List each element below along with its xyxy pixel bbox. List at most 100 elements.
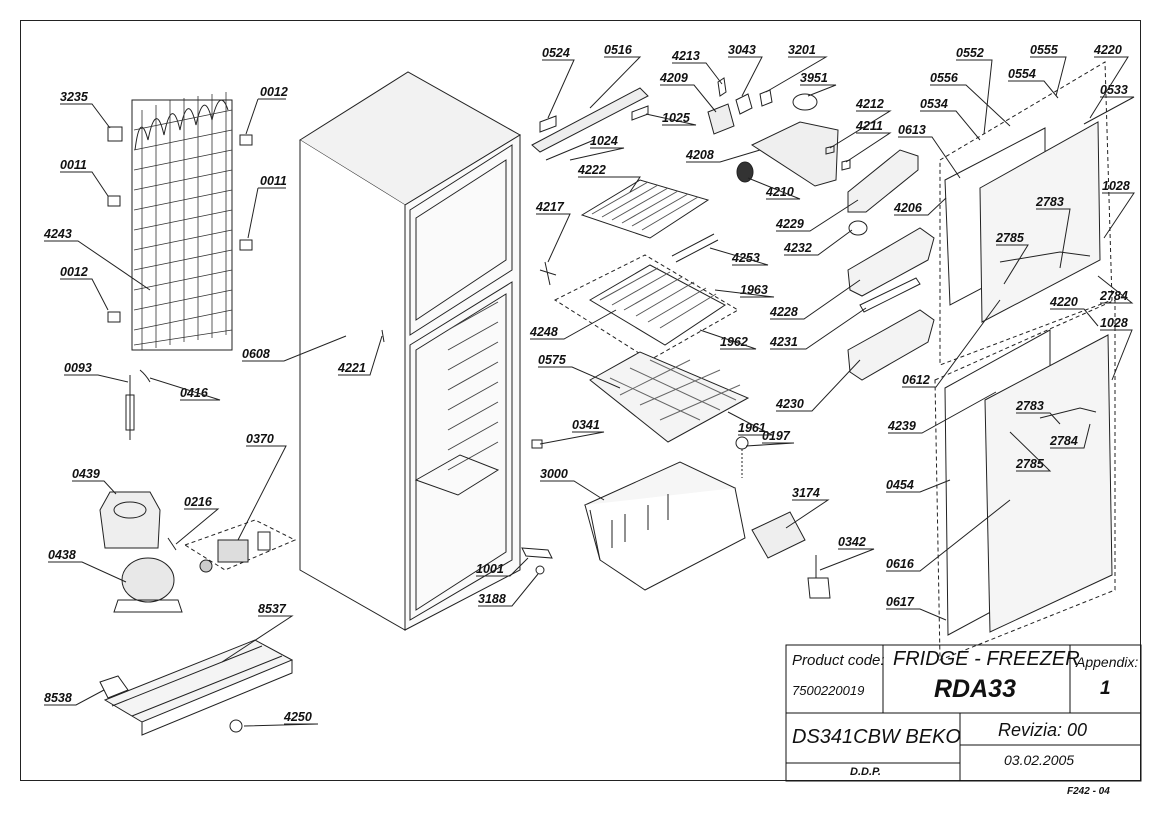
part-label: 1025 bbox=[662, 111, 691, 125]
part-label: 0616 bbox=[886, 557, 915, 571]
part-0416 bbox=[139, 369, 151, 383]
part-labels: 3235 0012 0011 0011 4243 0012 0093 0416 … bbox=[43, 43, 1130, 724]
part-0342 bbox=[807, 555, 831, 599]
part-label: 0524 bbox=[542, 46, 570, 60]
part-label: 0612 bbox=[902, 373, 930, 387]
part-1025 bbox=[631, 105, 649, 121]
part-4230 bbox=[847, 309, 935, 381]
part-0011-b bbox=[239, 239, 253, 251]
part-label: 1961 bbox=[738, 421, 766, 435]
part-0093 bbox=[125, 375, 135, 440]
part-label: 4212 bbox=[855, 97, 884, 111]
part-label: 4243 bbox=[43, 227, 72, 241]
part-label: 8538 bbox=[44, 691, 72, 705]
part-4208 bbox=[750, 121, 839, 187]
part-3188 bbox=[535, 565, 545, 575]
part-0438 bbox=[121, 557, 175, 603]
document-name: DS341CBW BEKO bbox=[792, 726, 961, 748]
part-label: 2783 bbox=[1015, 399, 1044, 413]
cabinet-0608 bbox=[299, 71, 521, 631]
part-label: 1001 bbox=[476, 562, 504, 576]
drawing-frame bbox=[20, 20, 1141, 781]
part-label: 0012 bbox=[260, 85, 288, 99]
part-4250 bbox=[229, 719, 243, 733]
part-label: 4232 bbox=[783, 241, 812, 255]
part-label: 0011 bbox=[60, 158, 87, 172]
model-name: RDA33 bbox=[934, 675, 1016, 703]
part-drawings bbox=[99, 61, 1116, 736]
title-block-grid bbox=[785, 644, 1142, 782]
part-label: 4220 bbox=[1049, 295, 1078, 309]
part-label: 1024 bbox=[590, 134, 618, 148]
part-0216 bbox=[167, 537, 177, 551]
part-label: 4228 bbox=[769, 305, 798, 319]
part-label: 4248 bbox=[529, 325, 558, 339]
part-label: 2784 bbox=[1099, 289, 1128, 303]
part-0011-a bbox=[107, 195, 121, 207]
part-3951 bbox=[792, 93, 818, 111]
part-label: 4209 bbox=[659, 71, 688, 85]
part-label: 0438 bbox=[48, 548, 76, 562]
part-label: 0011 bbox=[260, 174, 287, 188]
part-label: 0341 bbox=[572, 418, 600, 432]
part-label: 3951 bbox=[800, 71, 828, 85]
part-0012-b bbox=[107, 311, 121, 323]
part-label: 3043 bbox=[728, 43, 756, 57]
part-1001 bbox=[521, 547, 553, 559]
part-3201 bbox=[759, 89, 773, 107]
product-code-value: 7500220019 bbox=[792, 683, 865, 698]
part-4221 bbox=[381, 329, 385, 343]
part-label: 3174 bbox=[792, 486, 820, 500]
revision: Revizia: 00 bbox=[998, 720, 1088, 740]
part-label: 4250 bbox=[283, 710, 312, 724]
part-label: 0608 bbox=[242, 347, 270, 361]
part-label: 4217 bbox=[535, 200, 565, 214]
part-4229 bbox=[847, 149, 919, 213]
part-label: 4222 bbox=[577, 163, 606, 177]
part-label: 0516 bbox=[604, 43, 633, 57]
part-8538 bbox=[99, 675, 129, 699]
part-label: 4229 bbox=[775, 217, 804, 231]
part-4253 bbox=[671, 233, 719, 263]
part-label: 3201 bbox=[788, 43, 816, 57]
part-label: 4239 bbox=[887, 419, 916, 433]
shelf-4248 bbox=[553, 254, 739, 361]
part-label: 0575 bbox=[538, 353, 567, 367]
part-0012-a bbox=[239, 134, 253, 146]
part-label: 0216 bbox=[184, 495, 213, 509]
department: D.D.P. bbox=[850, 766, 881, 778]
part-label: 2784 bbox=[1049, 434, 1078, 448]
part-3235 bbox=[107, 126, 123, 142]
part-label: 0556 bbox=[930, 71, 959, 85]
part-label: 8537 bbox=[258, 602, 287, 616]
part-0439 bbox=[99, 491, 161, 549]
part-label: 0552 bbox=[956, 46, 984, 60]
part-label: 0093 bbox=[64, 361, 92, 375]
leader-lines bbox=[44, 56, 1135, 727]
part-label: 4213 bbox=[671, 49, 700, 63]
part-label: 4221 bbox=[337, 361, 366, 375]
part-4210 bbox=[736, 161, 754, 183]
part-label: 0439 bbox=[72, 467, 100, 481]
part-0524 bbox=[539, 115, 557, 133]
part-3174 bbox=[751, 511, 806, 559]
glass-shelf-0575 bbox=[589, 351, 750, 443]
part-4228 bbox=[847, 227, 935, 297]
part-label: 2783 bbox=[1035, 195, 1064, 209]
fridge-door bbox=[934, 299, 1116, 661]
part-4213 bbox=[717, 77, 727, 97]
form-code: F242 - 04 bbox=[1067, 786, 1110, 797]
drawer-3000 bbox=[583, 461, 746, 591]
product-title: FRIDGE - FREEZER bbox=[893, 648, 1080, 670]
part-0516 bbox=[531, 87, 649, 153]
part-4231 bbox=[859, 277, 921, 313]
part-label: 0416 bbox=[180, 386, 209, 400]
freezer-door bbox=[939, 61, 1113, 366]
product-code-label: Product code: bbox=[792, 652, 885, 669]
part-label: 0555 bbox=[1030, 43, 1059, 57]
part-label: 0454 bbox=[886, 478, 914, 492]
part-label: 4230 bbox=[775, 397, 804, 411]
part-label: 4208 bbox=[685, 148, 714, 162]
